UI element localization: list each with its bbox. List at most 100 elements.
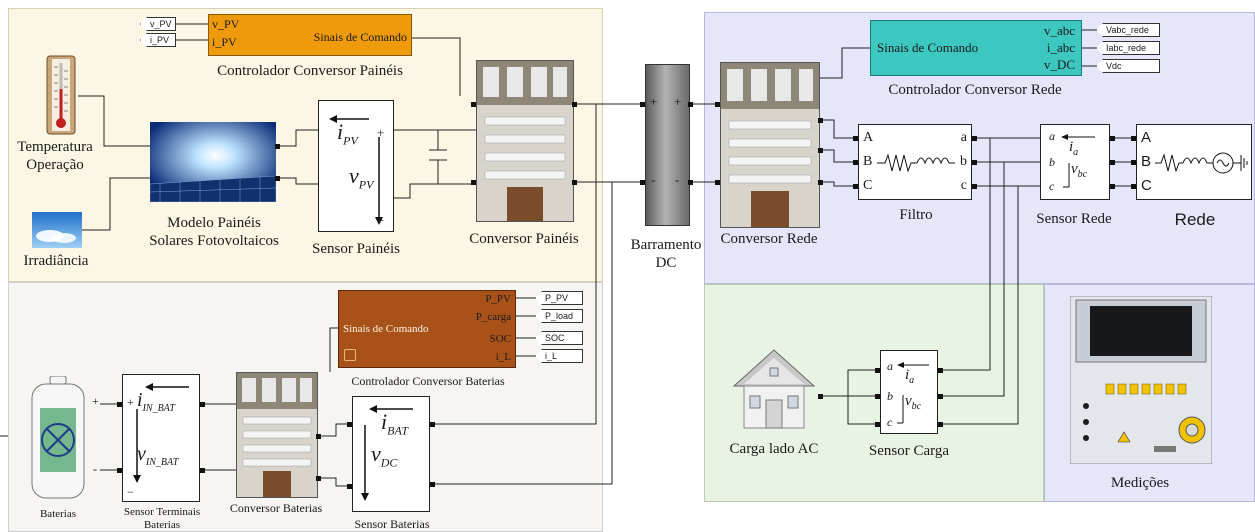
sky-icon[interactable] (32, 212, 82, 248)
dc-bus-plus-right: + (674, 94, 682, 109)
load-sensor-c: c (887, 415, 893, 429)
battery-sensor-label: Sensor Baterias (354, 517, 430, 531)
load-sensor-a: a (887, 359, 893, 373)
instrument-panel-icon[interactable] (1069, 295, 1213, 465)
battery-term-sensor-block[interactable]: + − iIN_BAT vIN_BAT (122, 374, 200, 502)
load-sensor-block[interactable]: a b c ia vbc (880, 350, 938, 434)
p-load-tag: P_load (535, 309, 583, 323)
grid-sensor-block[interactable]: a b c ia vbc (1040, 124, 1110, 200)
battery-term-sensor-minus: − (127, 485, 134, 499)
batteries-minus: - (93, 462, 97, 476)
port-dot (275, 176, 280, 181)
port-dot (117, 402, 122, 407)
port-dot (688, 102, 693, 107)
port-dot (938, 368, 943, 373)
grid-controller-in2: i_abc (1046, 40, 1075, 55)
battery-term-sensor-current: iIN_BAT (137, 389, 175, 414)
battery-sensor-current: iBAT (381, 409, 409, 438)
grid-controller-out: Sinais de Comando (877, 40, 979, 55)
filter-label: Filtro (899, 207, 933, 223)
battery-term-sensor-arrows (133, 383, 189, 483)
battery-controller-in2: P_carga (475, 311, 511, 323)
pv-controller-out: Sinais de Comando (313, 30, 407, 44)
port-dot (1131, 136, 1136, 141)
temperature-label-1: Temperatura (17, 139, 93, 155)
grid-controller-block[interactable]: Sinais de Comando v_abc i_abc v_DC (870, 20, 1082, 76)
battery-term-sensor-label-1: Sensor Terminais (123, 506, 201, 518)
battery-icon[interactable] (28, 375, 88, 502)
port-dot (715, 102, 720, 107)
grid-converter-block[interactable] (720, 62, 820, 228)
rl-filter-icon (877, 153, 955, 173)
solar-panel-icon[interactable] (149, 122, 277, 203)
house-icon[interactable] (730, 346, 818, 432)
port-dot (640, 180, 645, 185)
grid-converter-label: Conversor Rede (720, 231, 818, 247)
pv-controller-block[interactable]: v_PV i_PV Sinais de Comando (208, 14, 412, 56)
battery-controller-in3: SOC (489, 333, 511, 345)
port-dot (875, 368, 880, 373)
load-sensor-b: b (887, 389, 893, 403)
battery-converter-block[interactable] (236, 372, 318, 498)
battery-sensor-block[interactable]: iBAT vDC (352, 396, 430, 512)
filter-in-a: A (863, 130, 874, 145)
port-dot (117, 468, 122, 473)
pv-converter-label: Conversor Painéis (469, 231, 579, 247)
measurements-label: Medições (1110, 475, 1170, 491)
p-pv-tag: P_PV (535, 291, 583, 305)
port-dot (200, 468, 205, 473)
port-dot (1131, 160, 1136, 165)
battery-sensor-voltage: vDC (371, 441, 398, 470)
port-dot (316, 434, 321, 439)
port-dot (471, 102, 476, 107)
port-dot (1110, 184, 1115, 189)
grid-sensor-b: b (1049, 155, 1055, 169)
battery-controller-block[interactable]: Sinais de Comando P_PV P_carga SOC i_L (338, 290, 516, 368)
grid-block[interactable]: A B C (1136, 124, 1252, 200)
pv-converter-block[interactable] (476, 60, 574, 222)
i-pv-tag: i_PV (140, 33, 176, 47)
iabc-rede-tag: Iabc_rede (1096, 41, 1160, 55)
dc-bus-block[interactable] (645, 64, 690, 226)
port-dot (688, 180, 693, 185)
grid-controller-label: Controlador Conversor Rede (888, 82, 1062, 98)
pv-sensor-arrows (329, 115, 383, 225)
grid-controller-in1: v_abc (1043, 23, 1075, 38)
filter-out-b: b (960, 154, 967, 169)
grid-port-c: C (1141, 177, 1152, 194)
filter-block[interactable]: A B C a b c (858, 124, 972, 200)
filter-in-c: C (863, 178, 873, 193)
battery-converter-label: Conversor Baterias (229, 501, 323, 515)
load-sensor-voltage: vbc (905, 393, 922, 412)
port-dot (853, 184, 858, 189)
port-dot (471, 180, 476, 185)
pv-sensor-current: iPV (337, 119, 358, 148)
filter-out-a: a (960, 130, 967, 145)
pv-sensor-block[interactable]: iPV vPV + − (318, 100, 394, 232)
pv-sensor-minus: − (377, 213, 385, 228)
pv-controller-label: Controlador Conversor Painéis (217, 63, 403, 79)
grid-sensor-a: a (1049, 129, 1055, 143)
port-dot (316, 476, 321, 481)
port-dot (275, 144, 280, 149)
vabc-rede-tag: Vabc_rede (1096, 23, 1160, 37)
grid-port-b: B (1141, 153, 1152, 170)
pv-model-label-2: Solares Fotovoltaicos (149, 233, 279, 249)
temperature-label-2: Operação (26, 157, 84, 173)
port-dot (1110, 136, 1115, 141)
battery-sensor-arrows (361, 405, 413, 501)
filter-out-c: c (960, 178, 967, 193)
port-dot (200, 402, 205, 407)
pv-model-label-1: Modelo Painéis (167, 215, 261, 231)
grid-label: Rede (1174, 210, 1216, 229)
port-dot (430, 482, 435, 487)
port-dot (818, 394, 823, 399)
battery-controller-in4: i_L (495, 351, 511, 363)
grid-port-a: A (1141, 129, 1152, 146)
thermometer-icon[interactable] (46, 55, 76, 135)
grid-controller-in3: v_DC (1043, 57, 1075, 72)
dc-bus-label-2: DC (655, 255, 677, 271)
port-dot (938, 422, 943, 427)
port-dot (875, 422, 880, 427)
